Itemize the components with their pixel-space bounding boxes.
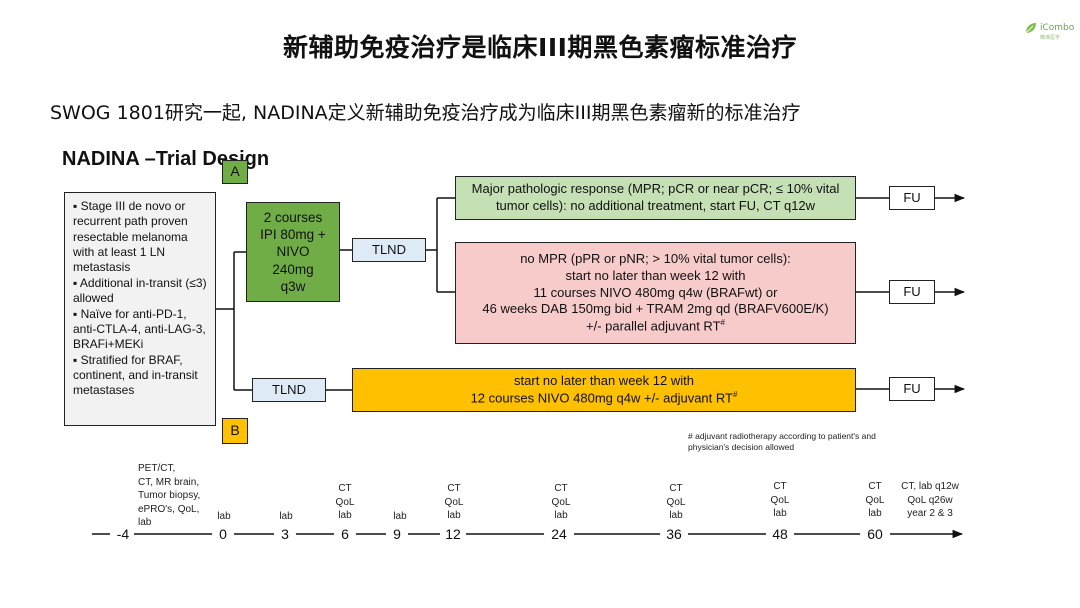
neoadjuvant-treatment-box: 2 courses IPI 80mg + NIVO 240mg q3w — [246, 202, 340, 302]
timeline-week: 24 — [548, 526, 570, 542]
arm-b-tag: B — [222, 418, 248, 444]
criteria-item: ▪ Stratified for BRAF, continent, and in… — [73, 352, 198, 398]
timeline-week: 6 — [338, 526, 352, 542]
treatment-line: IPI 80mg + — [260, 227, 326, 243]
timeline-week: -4 — [113, 526, 133, 542]
eligibility-criteria-box: ▪ Stage III de novo or recurrent path pr… — [64, 192, 216, 426]
arm-b-tlnd-box: TLND — [252, 378, 326, 402]
arm-a-tag: A — [222, 160, 248, 184]
no-mpr-line: start no later than week 12 with — [565, 267, 746, 283]
no-mpr-line: 46 weeks DAB 150mg bid + TRAM 2mg qd (BR… — [482, 301, 829, 317]
timeline-label: lab — [279, 511, 293, 522]
timeline-label: CT QoL lab — [770, 481, 790, 519]
no-mpr-outcome-box: no MPR (pPR or pNR; > 10% vital tumor ce… — [455, 242, 856, 344]
timeline-label: PET/CT, CT, MR brain, Tumor biopsy, ePRO… — [138, 463, 201, 528]
timeline-label: CT QoL lab — [444, 483, 464, 521]
arm-a-tlnd-box: TLND — [352, 238, 426, 262]
timeline-week: 12 — [442, 526, 464, 542]
mpr-line: tumor cells): no additional treatment, s… — [495, 198, 816, 213]
footnote: # adjuvant radiotherapy according to pat… — [688, 431, 876, 453]
treatment-line: q3w — [280, 278, 306, 294]
timeline-week: 0 — [216, 526, 230, 542]
timeline-week: 48 — [769, 526, 791, 542]
criteria-item: ▪ Naïve for anti-PD-1, anti-CTLA-4, anti… — [73, 306, 206, 352]
follow-up-box: FU — [889, 280, 935, 304]
no-mpr-rt-text: +/- parallel adjuvant RT — [586, 318, 721, 334]
no-mpr-line: +/- parallel adjuvant RT# — [482, 318, 828, 335]
criteria-item: ▪ Stage III de novo or recurrent path pr… — [73, 199, 188, 275]
treatment-line: 2 courses — [263, 209, 323, 225]
follow-up-box: FU — [889, 186, 935, 210]
footnote-mark: # — [732, 389, 738, 399]
mpr-outcome-box: Major pathologic response (MPR; pCR or n… — [455, 176, 856, 220]
timeline-label: CT QoL lab — [335, 483, 355, 521]
timeline-label: CT QoL lab — [666, 483, 686, 521]
no-mpr-line: 11 courses NIVO 480mg q4w (BRAFwt) or — [533, 284, 778, 300]
follow-up-box: FU — [889, 377, 935, 401]
treatment-line: NIVO — [276, 244, 310, 260]
timeline-week: 3 — [278, 526, 292, 542]
timeline-week: 9 — [390, 526, 404, 542]
timeline-label: lab — [217, 511, 231, 522]
brand-logo: iCombo 精准医学 — [1024, 18, 1080, 41]
subtitle: SWOG 1801研究一起, NADINA定义新辅助免疫治疗成为临床III期黑色… — [50, 102, 801, 124]
criteria-item: ▪ Additional in-transit (≤3) allowed — [73, 275, 207, 306]
adjuvant-line: 12 courses NIVO 480mg q4w +/- adjuvant R… — [471, 390, 738, 407]
timeline-week: 60 — [864, 526, 886, 542]
logo-subtext: 精准医学 — [1040, 35, 1061, 41]
trial-design-title: NADINA –Trial Design — [62, 148, 270, 170]
treatment-line: 240mg — [272, 261, 314, 277]
leaf-icon — [1025, 23, 1036, 34]
footnote-mark: # — [720, 317, 725, 327]
timeline-label: CT QoL lab — [551, 483, 571, 521]
logo-text: iCombo — [1040, 23, 1075, 33]
timeline-label: lab — [393, 511, 407, 522]
timeline-label: CT QoL lab — [865, 481, 885, 519]
adjuvant-rt-text: 12 courses NIVO 480mg q4w +/- adjuvant R… — [470, 390, 733, 406]
adjuvant-line: start no later than week 12 with — [514, 373, 694, 389]
timeline-end-label: CT, lab q12w QoL q26w year 2 & 3 — [901, 481, 959, 519]
timeline-week: 36 — [663, 526, 685, 542]
adjuvant-treatment-box: start no later than week 12 with 12 cour… — [352, 368, 856, 412]
mpr-line: Major pathologic response (MPR; pCR or n… — [471, 181, 840, 197]
page-title: 新辅助免疫治疗是临床III期黑色素瘤标准治疗 — [283, 33, 797, 62]
no-mpr-line: no MPR (pPR or pNR; > 10% vital tumor ce… — [520, 251, 791, 267]
